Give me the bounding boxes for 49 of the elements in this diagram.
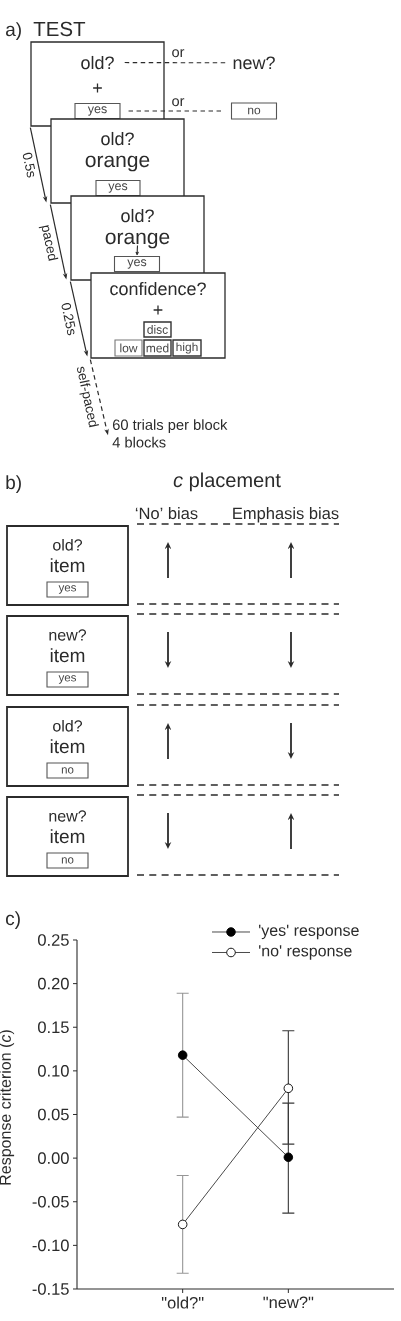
y-tick-label: -0.10 [32,1239,69,1252]
panel-label: b) [6,475,21,493]
point [177,1050,188,1060]
column-header: ‘No’ bias [135,507,198,520]
edge-label: paced [37,222,60,264]
y-tick-label: -0.15 [32,1283,69,1295]
rating-box: low [114,339,143,357]
y-tick-label: -0.05 [32,1195,69,1208]
stimulus-word: orange [105,232,170,249]
legend-text: 'no' response [259,945,352,960]
panel-title: TEST [33,21,86,37]
rating-box: med [143,339,172,357]
y-tick-label: 0.10 [38,1065,69,1077]
response-box: no [230,102,278,120]
rating-box: disc [143,321,172,338]
x-tick-label: "new?" [263,1296,314,1309]
edge-label: 0.25s [59,300,79,338]
y-tick-label: 0.20 [38,977,69,990]
arrow [135,244,139,256]
x-tick-label: "old?" [161,1296,204,1309]
y-axis-title: Response criterion (c) [0,1030,15,1185]
response-box: no [46,762,89,779]
dashed-line [124,62,226,64]
y-tick-label: 0.05 [38,1108,69,1121]
point [177,1219,188,1230]
column-header: Emphasis bias [233,507,339,523]
y-tick-label: 0.00 [38,1152,69,1164]
legend-text: 'yes' response [259,924,359,940]
response-box: yes [95,179,141,197]
panel-title: c placement [173,472,281,492]
panel-label: a) [6,22,21,40]
point [283,1083,294,1094]
y-tick-label: 0.25 [38,934,69,946]
note-text: 60 trials per block 4 blocks [112,419,228,448]
response-box: yes [46,671,89,688]
rating-box: high [172,339,202,357]
edge-label: self-paced [72,364,101,430]
response-box: yes [46,581,89,598]
point [283,1152,294,1162]
response-box: no [46,852,89,869]
response-box: yes [113,255,161,273]
y-tick-label: 0.15 [38,1021,69,1034]
response-box: yes [74,102,121,120]
prompt-text: new? [233,56,275,70]
prompt-text: old? [81,55,114,70]
edge-label: or [170,97,186,108]
panel-label: c) [6,911,20,929]
edge-label: or [170,48,186,59]
edge-label: 0.5s [21,150,38,180]
